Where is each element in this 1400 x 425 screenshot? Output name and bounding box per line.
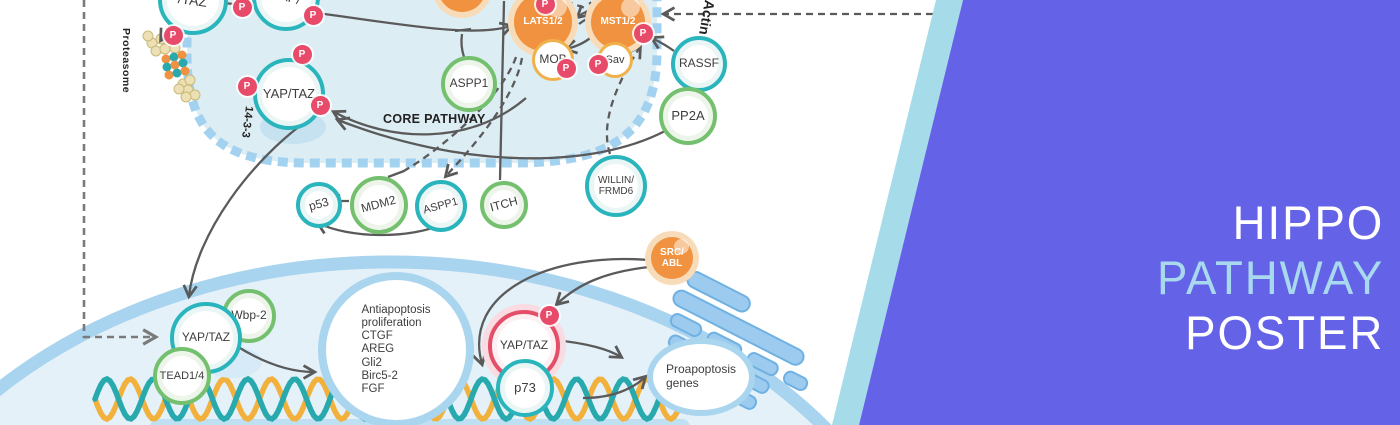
yap-taz-pink-label: YAP/TAZ: [499, 338, 549, 353]
itch-node: ITCH: [480, 181, 528, 229]
phospho-badge: P: [633, 23, 653, 43]
phospho-badge: P: [588, 54, 608, 74]
yap-taz-cell-label: YAP/TAZ: [262, 85, 316, 101]
willin-frmd6-node: WILLIN/ FRMD6: [585, 155, 647, 217]
p53-node: p53: [296, 182, 342, 228]
itch-label: ITCH: [488, 193, 520, 215]
phospho-badge: P: [292, 44, 312, 64]
mst12-label: MST1/2: [600, 16, 636, 28]
phospho-badge: P: [556, 58, 576, 78]
mdm2-label: MDM2: [359, 192, 398, 216]
phospho-badge: P: [310, 95, 330, 115]
willin-frmd6-label: WILLIN/ FRMD6: [597, 174, 635, 198]
yap-taz-top-left-label: /TAZ: [177, 0, 208, 10]
p73-label: p73: [514, 379, 536, 395]
tead14-node: TEAD1/4: [153, 347, 211, 405]
proapoptosis-genes-node: Proapoptosis genes: [647, 338, 755, 416]
phospho-badge: P: [232, 0, 252, 17]
title-line-poster: POSTER: [1184, 306, 1384, 359]
antiapoptosis-genes-label: Antiapoptosis proliferation CTGF AREG Gl…: [361, 303, 431, 396]
kinase-top-node: [438, 0, 486, 12]
rassf-node: RASSF: [671, 36, 727, 92]
title-line-pathway: PATHWAY: [1156, 251, 1384, 304]
yap-taz-cell-node: YAP/TAZ: [253, 58, 325, 130]
p73-node: p73: [496, 359, 554, 417]
poster-title: HIPPO PATHWAY POSTER: [1157, 195, 1384, 360]
pp2a-node: PP2A: [659, 87, 717, 145]
phospho-badge: P: [539, 305, 559, 325]
sav-label: Sav: [605, 53, 625, 66]
phospho-badge: P: [163, 25, 183, 45]
rassf-label: RASSF: [678, 56, 719, 71]
tead14-label: TEAD1/4: [159, 369, 205, 382]
phospho-badge: P: [237, 76, 257, 96]
src-abl-node: SRC/ ABL: [651, 237, 693, 279]
antiapoptosis-genes-node: Antiapoptosis proliferation CTGF AREG Gl…: [318, 272, 474, 425]
pp2a-label: PP2A: [671, 107, 705, 123]
aspp1-upper-label: ASPP1: [449, 76, 489, 91]
phospho-badge: P: [535, 0, 555, 14]
mdm2-node: MDM2: [350, 176, 408, 234]
yap-taz-top-mid-label: YAP/: [270, 0, 302, 8]
aspp1-lower-label: ASPP1: [422, 195, 460, 217]
yap-taz-nucleus-label: YAP/TAZ: [181, 330, 231, 345]
phospho-badge: P: [303, 5, 323, 25]
aspp1-lower-node: ASPP1: [415, 180, 467, 232]
p53-label: p53: [307, 194, 331, 214]
proapoptosis-genes-label: Proapoptosis genes: [665, 362, 737, 390]
lats12-label: LATS1/2: [523, 16, 563, 28]
src-abl-label: SRC/ ABL: [660, 246, 684, 270]
title-line-hippo: HIPPO: [1232, 196, 1384, 249]
aspp1-upper-node: ASPP1: [441, 56, 497, 112]
